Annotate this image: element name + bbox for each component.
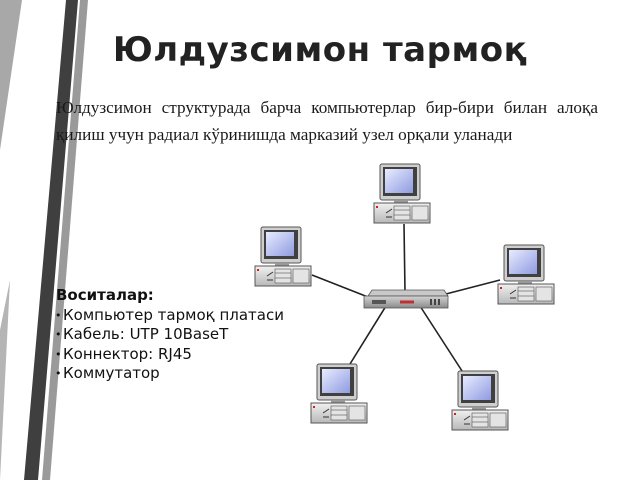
cable-line xyxy=(419,305,465,375)
means-list: Компьютер тармоқ платаси Кабель: UTP 10B… xyxy=(55,306,286,384)
cable-line xyxy=(349,305,387,365)
slide-title: Юлдузсимон тармоқ xyxy=(112,30,528,70)
cable-line xyxy=(403,223,406,293)
means-block: Воситалар: Компьютер тармоқ платаси Кабе… xyxy=(55,286,286,384)
deco-bar-light xyxy=(0,0,22,150)
deco-bar-dark xyxy=(24,0,78,480)
means-item: Компьютер тармоқ платаси xyxy=(55,306,286,326)
means-item: Коннектор: RJ45 xyxy=(55,345,286,365)
computer-icon xyxy=(451,370,509,431)
cable-line xyxy=(441,279,501,296)
cable-line xyxy=(311,274,369,298)
deco-bar-grey xyxy=(42,0,88,480)
computer-icon xyxy=(373,163,431,224)
computer-icon xyxy=(310,363,368,424)
means-item: Коммутатор xyxy=(55,364,286,384)
means-item: Кабель: UTP 10BaseT xyxy=(55,325,286,345)
cable-lines xyxy=(311,223,501,375)
deco-bar-left xyxy=(0,280,10,480)
computer-icon xyxy=(497,244,555,305)
star-network-diagram xyxy=(254,163,555,431)
means-heading: Воситалар: xyxy=(56,286,154,304)
slide-description: Юлдузсимон структурада барча компьютерла… xyxy=(56,98,598,144)
network-switch-icon xyxy=(363,289,449,309)
computer-icon xyxy=(254,226,312,287)
